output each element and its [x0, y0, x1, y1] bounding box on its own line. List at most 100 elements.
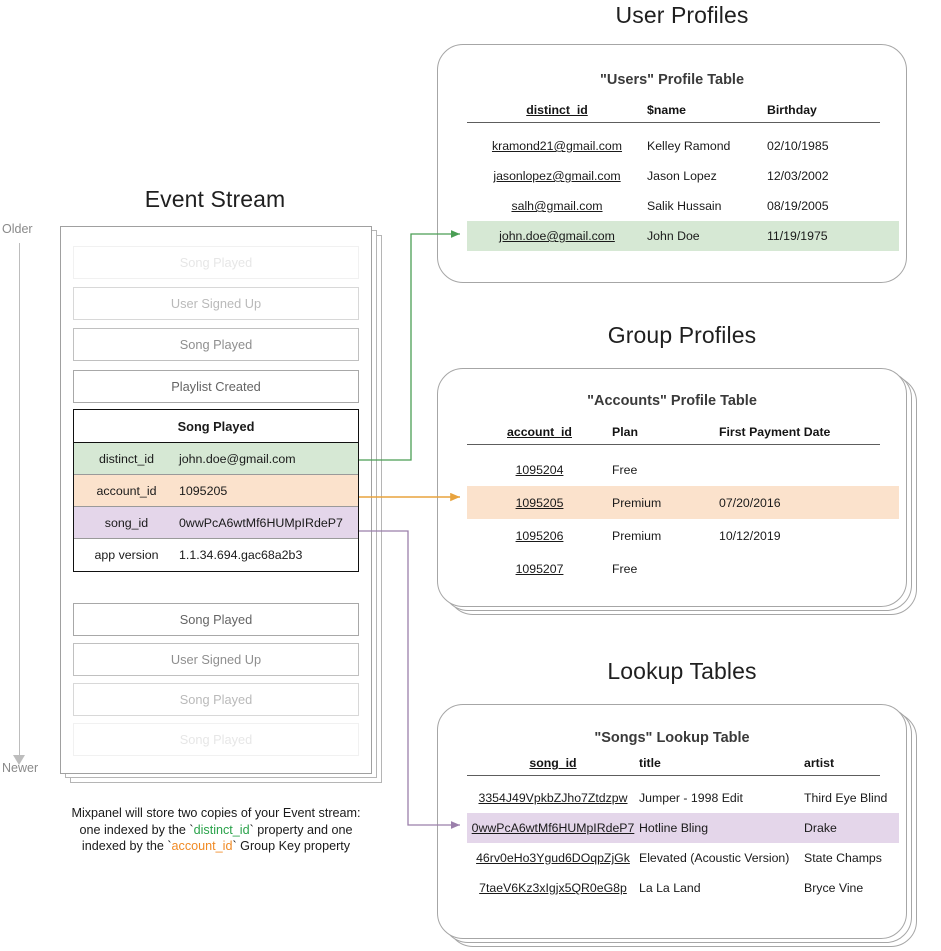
event-property-song-id[interactable]: song_id 0wwPcA6wtMf6HUMpIRdeP7: [74, 507, 358, 539]
property-key: song_id: [104, 515, 149, 530]
cell-birthday: 12/03/2002: [767, 169, 829, 183]
cell-distinct-id: jasonlopez@gmail.com: [493, 169, 621, 183]
event-item[interactable]: Playlist Created: [73, 370, 359, 403]
event-property-app-version[interactable]: app version 1.1.34.694.gac68a2b3: [74, 539, 358, 571]
user-profiles-title: User Profiles: [615, 2, 749, 28]
table-row[interactable]: 46rv0eHo3Ygud6DOqpZjGk Elevated (Acousti…: [467, 843, 899, 873]
cell-distinct-id: kramond21@gmail.com: [491, 139, 623, 153]
event-label: User Signed Up: [170, 296, 262, 311]
event-item[interactable]: Song Played: [73, 683, 359, 716]
event-label: Song Played: [179, 337, 253, 352]
cell-plan: Premium: [612, 495, 662, 510]
selected-event-card[interactable]: Song Played distinct_id john.doe@gmail.c…: [73, 409, 359, 572]
event-item[interactable]: User Signed Up: [73, 287, 359, 320]
cell-title: Jumper - 1998 Edit: [639, 791, 743, 805]
event-property-account-id[interactable]: account_id 1095205: [74, 475, 358, 507]
songs-lookup-panel: "Songs" Lookup Table song_id title artis…: [437, 704, 907, 939]
cell-artist: Third Eye Blind: [804, 791, 888, 805]
songs-table: song_id title artist: [467, 756, 880, 777]
table-row-highlighted[interactable]: 0wwPcA6wtMf6HUMpIRdeP7 Hotline Bling Dra…: [467, 813, 899, 843]
table-row-highlighted[interactable]: 1095205 Premium 07/20/2016: [467, 486, 899, 519]
event-item[interactable]: Song Played: [73, 723, 359, 756]
property-value: 1.1.34.694.gac68a2b3: [179, 548, 303, 562]
event-label: Song Played: [179, 612, 253, 627]
table-header-row: distinct_id $name Birthday: [467, 103, 880, 122]
caption-line-2-suffix: ` property and one: [249, 822, 353, 837]
header-divider: [467, 775, 880, 777]
table-header-row: song_id title artist: [467, 756, 880, 775]
cell-artist: Bryce Vine: [804, 881, 864, 895]
table-row[interactable]: kramond21@gmail.com Kelley Ramond 02/10/…: [467, 131, 899, 161]
accounts-profile-panel: "Accounts" Profile Table account_id Plan…: [437, 368, 907, 607]
caption-line-1: Mixpanel will store two copies of your E…: [71, 806, 361, 820]
cell-song-id: 3354J49VpkbZJho7Ztdzpw: [478, 791, 628, 805]
table-row-highlighted[interactable]: john.doe@gmail.com John Doe 11/19/1975: [467, 221, 899, 251]
songs-table-body: 3354J49VpkbZJho7Ztdzpw Jumper - 1998 Edi…: [467, 783, 899, 903]
cell-title: Hotline Bling: [639, 821, 709, 835]
column-header-account-id: account_id: [507, 425, 572, 439]
property-key: app version: [94, 548, 159, 562]
lookup-tables-title: Lookup Tables: [607, 658, 757, 684]
event-stream-title: Event Stream: [144, 186, 286, 212]
users-table-body: kramond21@gmail.com Kelley Ramond 02/10/…: [467, 131, 899, 251]
accounts-table-title: "Accounts" Profile Table: [587, 393, 757, 409]
cell-account-id: 1095207: [515, 561, 564, 576]
event-label: User Signed Up: [170, 652, 262, 667]
cell-plan: Premium: [612, 528, 662, 543]
cell-name: Jason Lopez: [647, 169, 717, 183]
distinct-id-token: distinct_id: [193, 822, 250, 837]
table-row[interactable]: 1095206 Premium 10/12/2019: [467, 519, 899, 552]
timeline-newer-label: Newer: [2, 761, 39, 775]
account-id-token: account_id: [171, 839, 233, 853]
users-table: distinct_id $name Birthday: [467, 103, 880, 124]
cell-account-id: 1095204: [515, 462, 564, 477]
table-row[interactable]: salh@gmail.com Salik Hussain 08/19/2005: [467, 191, 899, 221]
caption-text: Mixpanel will store two copies of your E…: [22, 805, 410, 855]
caption-line-3: indexed by the `account_id` Group Key pr…: [22, 838, 410, 855]
property-value: 1095205: [179, 483, 228, 498]
cell-plan: Free: [612, 561, 638, 576]
caption-line-3-prefix: indexed by the `: [81, 839, 172, 853]
cell-birthday: 02/10/1985: [767, 139, 829, 153]
cell-distinct-id: salh@gmail.com: [511, 199, 603, 213]
accounts-table: account_id Plan First Payment Date: [467, 425, 880, 446]
table-row[interactable]: 1095204 Free: [467, 453, 899, 486]
cell-title: Elevated (Acoustic Version): [639, 851, 790, 865]
users-table-title: "Users" Profile Table: [599, 72, 745, 88]
accounts-table-body: 1095204 Free 1095205 Premium 07/20/2016 …: [467, 453, 899, 585]
cell-account-id: 1095205: [515, 495, 564, 510]
cell-birthday: 08/19/2005: [767, 199, 829, 213]
group-profiles-title: Group Profiles: [607, 322, 757, 348]
property-key: account_id: [96, 483, 157, 498]
event-item[interactable]: Song Played: [73, 328, 359, 361]
caption-line-3-suffix: ` Group Key property: [232, 839, 351, 853]
caption-line-2: one indexed by the `distinct_id` propert…: [22, 822, 410, 839]
cell-first-payment-date: 10/12/2019: [719, 528, 781, 543]
event-item[interactable]: User Signed Up: [73, 643, 359, 676]
column-header-name: $name: [647, 103, 686, 117]
event-label: Song Played: [179, 732, 253, 747]
column-header-first-payment-date: First Payment Date: [719, 425, 831, 439]
event-item[interactable]: Song Played: [73, 246, 359, 279]
table-header-row: account_id Plan First Payment Date: [467, 425, 880, 444]
column-header-song-id: song_id: [529, 756, 577, 770]
songs-table-title: "Songs" Lookup Table: [594, 730, 750, 746]
table-row[interactable]: jasonlopez@gmail.com Jason Lopez 12/03/2…: [467, 161, 899, 191]
cell-first-payment-date: 07/20/2016: [719, 495, 781, 510]
event-item[interactable]: Song Played: [73, 603, 359, 636]
header-divider: [467, 122, 880, 124]
table-row[interactable]: 1095207 Free: [467, 552, 899, 585]
table-row[interactable]: 7taeV6Kz3xIgjx5QR0eG8p La La Land Bryce …: [467, 873, 899, 903]
cell-title: La La Land: [639, 881, 701, 895]
cell-song-id: 7taeV6Kz3xIgjx5QR0eG8p: [479, 881, 627, 895]
column-header-distinct-id: distinct_id: [526, 103, 588, 117]
table-row[interactable]: 3354J49VpkbZJho7Ztdzpw Jumper - 1998 Edi…: [467, 783, 899, 813]
users-profile-panel: "Users" Profile Table distinct_id $name …: [437, 44, 907, 283]
column-header-plan: Plan: [612, 425, 638, 439]
event-property-distinct-id[interactable]: distinct_id john.doe@gmail.com: [74, 443, 358, 475]
cell-distinct-id: john.doe@gmail.com: [499, 229, 615, 243]
cell-name: John Doe: [647, 229, 700, 243]
timeline-older-label: Older: [2, 222, 33, 236]
cell-artist: Drake: [804, 821, 837, 835]
